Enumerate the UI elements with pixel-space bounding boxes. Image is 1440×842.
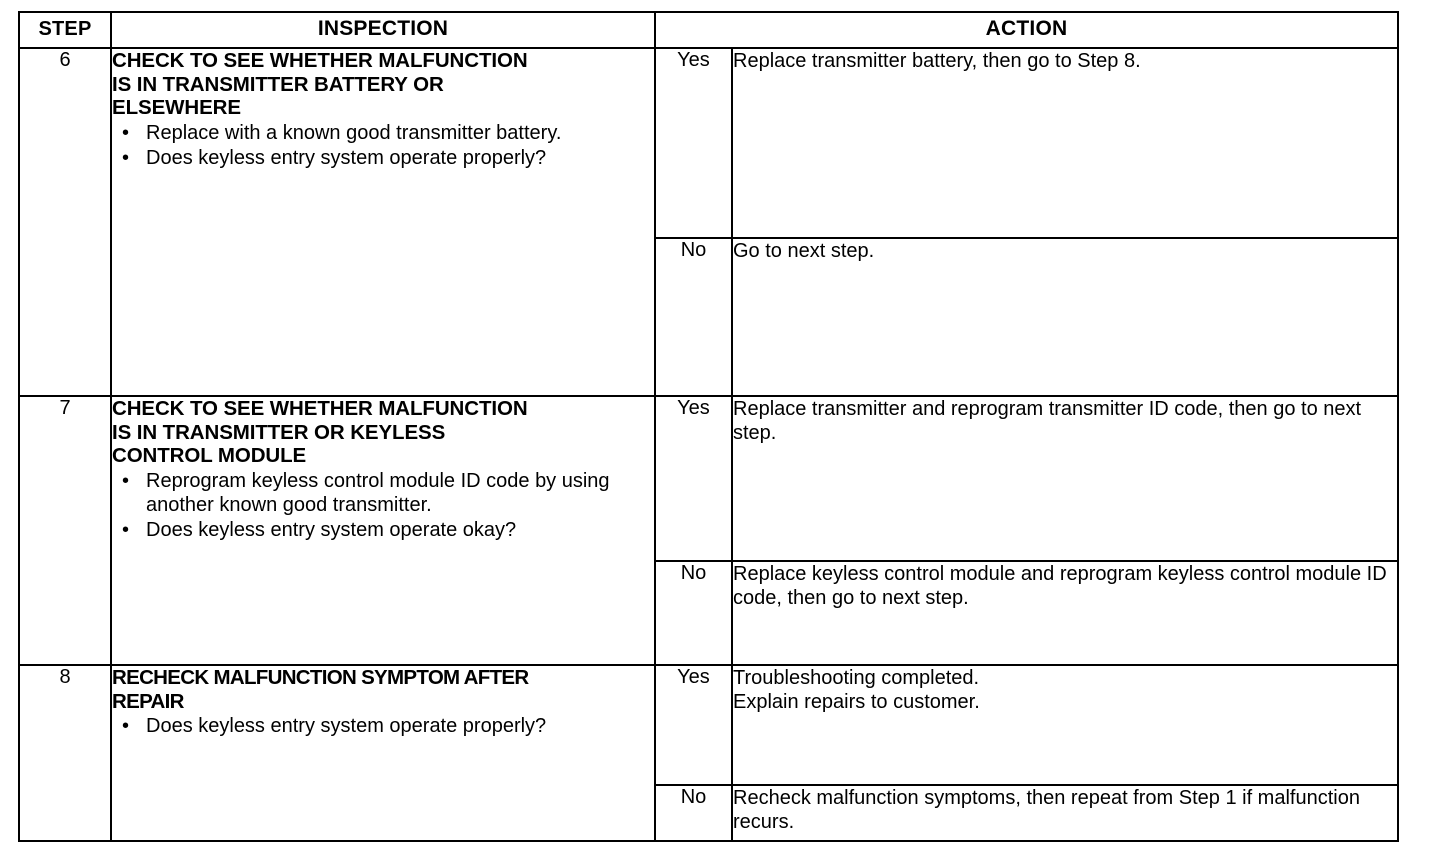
inspection-cell: CHECK TO SEE WHETHER MALFUNCTION IS IN T… xyxy=(110,47,656,397)
answer-cell-no: No xyxy=(654,237,733,397)
table-header-row: STEP INSPECTION ACTION xyxy=(18,11,1400,49)
table-row: 7 CHECK TO SEE WHETHER MALFUNCTION IS IN… xyxy=(18,395,1400,666)
bullet-icon: • xyxy=(122,146,130,169)
list-item: • Reprogram keyless control module ID co… xyxy=(112,469,654,517)
step-number-cell: 6 xyxy=(18,47,112,397)
list-item-label: Replace with a known good transmitter ba… xyxy=(146,121,562,144)
list-item-label: Does keyless entry system operate proper… xyxy=(146,146,547,169)
troubleshooting-chart-page: STEP INSPECTION ACTION 6 CHECK TO SEE WH… xyxy=(18,11,1400,842)
troubleshooting-table: STEP INSPECTION ACTION 6 CHECK TO SEE WH… xyxy=(18,11,1400,842)
action-text: Recheck malfunction symptoms, then repea… xyxy=(733,787,1360,833)
bullet-icon: • xyxy=(122,715,130,737)
inspection-title: CHECK TO SEE WHETHER MALFUNCTION IS IN T… xyxy=(112,49,528,119)
list-item: • Does keyless entry system operate okay… xyxy=(112,518,654,542)
inspection-bullet-list: • Reprogram keyless control module ID co… xyxy=(112,469,654,542)
list-item-label: Reprogram keyless control module ID code… xyxy=(146,469,610,516)
answer-cell-yes: Yes xyxy=(654,664,733,786)
action-cell: Troubleshooting completed. Explain repai… xyxy=(730,664,1400,786)
list-item: • Replace with a known good transmitter … xyxy=(112,121,654,145)
answer-cell-yes: Yes xyxy=(654,395,733,562)
column-header-inspection: INSPECTION xyxy=(110,11,656,49)
bullet-icon: • xyxy=(122,121,130,144)
action-text: Troubleshooting completed. Explain repai… xyxy=(733,667,980,713)
table-row: 8 RECHECK MALFUNCTION SYMPTOM AFTER REPA… xyxy=(18,664,1400,842)
action-text: Replace transmitter battery, then go to … xyxy=(733,50,1141,72)
table-row-branch: No Go to next step. xyxy=(19,237,1400,397)
action-cell: Go to next step. xyxy=(730,237,1400,397)
column-header-action: ACTION xyxy=(653,11,1400,49)
action-cell: Replace keyless control module and repro… xyxy=(730,560,1400,666)
column-header-step: STEP xyxy=(18,11,112,49)
inspection-cell: RECHECK MALFUNCTION SYMPTOM AFTER REPAIR… xyxy=(110,664,656,842)
step-number-cell: 8 xyxy=(18,664,112,842)
step-number-cell: 7 xyxy=(18,395,112,666)
answer-cell-yes: Yes xyxy=(654,47,733,239)
list-item: • Does keyless entry system operate prop… xyxy=(112,146,654,170)
list-item-label: Does keyless entry system operate proper… xyxy=(146,715,547,737)
inspection-title: CHECK TO SEE WHETHER MALFUNCTION IS IN T… xyxy=(112,397,528,467)
inspection-bullet-list: • Does keyless entry system operate prop… xyxy=(112,714,654,738)
inspection-cell: CHECK TO SEE WHETHER MALFUNCTION IS IN T… xyxy=(110,395,656,666)
table-row: 6 CHECK TO SEE WHETHER MALFUNCTION IS IN… xyxy=(18,47,1400,397)
bullet-icon: • xyxy=(122,469,130,492)
action-text: Replace transmitter and reprogram transm… xyxy=(733,398,1362,444)
list-item-label: Does keyless entry system operate okay? xyxy=(146,518,517,541)
action-cell: Replace transmitter battery, then go to … xyxy=(730,47,1400,239)
action-text: Replace keyless control module and repro… xyxy=(733,563,1387,609)
inspection-title: RECHECK MALFUNCTION SYMPTOM AFTER REPAIR xyxy=(112,666,529,713)
inspection-bullet-list: • Replace with a known good transmitter … xyxy=(112,121,654,170)
action-cell: Replace transmitter and reprogram transm… xyxy=(730,395,1400,562)
answer-cell-no: No xyxy=(654,784,733,842)
action-cell: Recheck malfunction symptoms, then repea… xyxy=(730,784,1400,842)
action-text: Go to next step. xyxy=(733,240,875,262)
bullet-icon: • xyxy=(122,518,130,541)
list-item: • Does keyless entry system operate prop… xyxy=(112,714,654,738)
answer-cell-no: No xyxy=(654,560,733,666)
